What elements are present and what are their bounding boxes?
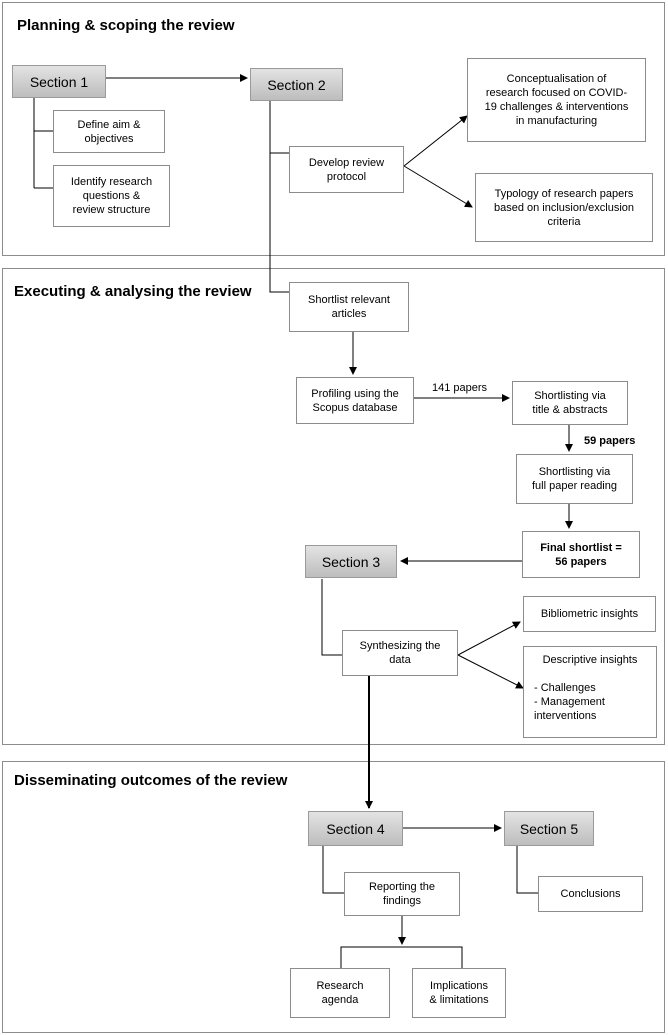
profiling-node: Profiling using the Scopus database: [296, 377, 414, 424]
identify-questions-node: Identify research questions & review str…: [53, 165, 170, 227]
conceptualisation-node: Conceptualisation of research focused on…: [467, 58, 646, 142]
section3-node: Section 3: [305, 545, 397, 578]
descriptive-title: Descriptive insights: [542, 654, 638, 666]
disseminating-panel-title: Disseminating outcomes of the review: [14, 772, 288, 789]
shortlist-articles-node: Shortlist relevant articles: [289, 282, 409, 332]
develop-protocol-node: Develop review protocol: [289, 146, 404, 193]
implications-node: Implications & limitations: [412, 968, 506, 1018]
descriptive-body: - Challenges - Management interventions: [534, 682, 605, 722]
reporting-node: Reporting the findings: [344, 872, 460, 916]
bibliometric-node: Bibliometric insights: [523, 596, 656, 632]
shortlisting-full-node: Shortlisting via full paper reading: [516, 454, 633, 504]
section5-node: Section 5: [504, 811, 594, 846]
descriptive-node: Descriptive insights - Challenges - Mana…: [523, 646, 657, 738]
synthesizing-node: Synthesizing the data: [342, 630, 458, 676]
label-59-papers: 59 papers: [584, 435, 636, 447]
final-shortlist-node: Final shortlist = 56 papers: [522, 531, 640, 578]
section1-node: Section 1: [12, 65, 106, 98]
section4-node: Section 4: [308, 811, 403, 846]
conclusions-node: Conclusions: [538, 876, 643, 912]
typology-node: Typology of research papers based on inc…: [475, 173, 653, 242]
section2-node: Section 2: [250, 68, 343, 101]
executing-panel-title: Executing & analysing the review: [14, 283, 252, 300]
research-agenda-node: Research agenda: [290, 968, 390, 1018]
define-aim-node: Define aim & objectives: [53, 110, 165, 153]
label-141-papers: 141 papers: [432, 382, 488, 394]
shortlisting-title-node: Shortlisting via title & abstracts: [512, 381, 628, 425]
planning-panel-title: Planning & scoping the review: [17, 17, 235, 34]
